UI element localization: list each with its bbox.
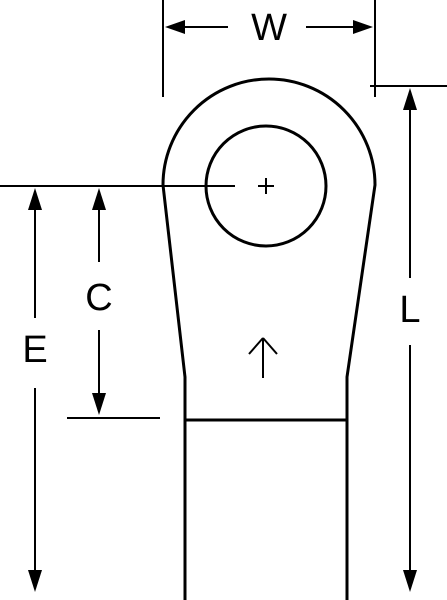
edge-label: E (22, 329, 47, 371)
length-label: L (399, 289, 420, 331)
terminal-outline (161, 77, 377, 600)
center-dimension: C (67, 188, 160, 419)
edge-dimension: E (22, 188, 48, 592)
width-label: W (251, 7, 287, 49)
length-dimension: L (370, 85, 447, 592)
width-dimension: W (162, 0, 376, 97)
plus-mark-icon (258, 178, 274, 194)
up-arrow-icon (248, 337, 278, 378)
center-label: C (85, 277, 112, 319)
